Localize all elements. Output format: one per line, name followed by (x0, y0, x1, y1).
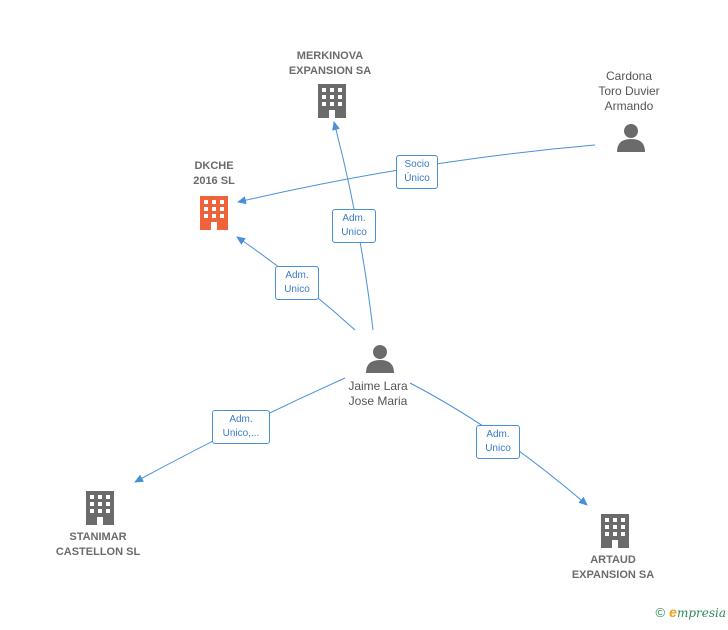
edge-label-socio-unico[interactable]: Socio Único (396, 155, 438, 189)
company-name-line: EXPANSION SA (571, 569, 655, 581)
company-name-line: STANIMAR (69, 531, 127, 543)
building-icon[interactable] (86, 491, 114, 525)
node-label-dkche[interactable]: DKCHE 2016 SL (164, 159, 264, 189)
edge-label-line: Único (404, 173, 430, 184)
building-icon[interactable] (318, 84, 346, 118)
person-icon[interactable] (366, 345, 394, 373)
person-icon[interactable] (617, 124, 645, 152)
edge-label-line: Unico (341, 227, 367, 238)
brand-logo-text: mpresia (676, 606, 726, 620)
edge-label-line: Unico (485, 443, 511, 454)
company-name-line: ARTAUD (590, 554, 636, 566)
person-name-line: Cardona (605, 69, 653, 83)
company-name-line: 2016 SL (193, 175, 235, 187)
brand-logo-e: e (669, 604, 677, 620)
node-label-artaud[interactable]: ARTAUD EXPANSION SA (553, 553, 673, 583)
edge-label-line: Adm. (285, 270, 309, 281)
person-name-line: Jose Maria (348, 394, 408, 408)
company-name-line: EXPANSION SA (288, 65, 372, 77)
edge-label-line: Socio (404, 159, 430, 170)
empresia-watermark: ©empresia (656, 604, 726, 620)
node-label-jaime[interactable]: Jaime Lara Jose Maria (318, 379, 438, 409)
edge-label-line: Adm. (486, 429, 510, 440)
edge-label-adm-artaud[interactable]: Adm. Unico (476, 425, 520, 459)
edge-label-line: Adm. (229, 414, 253, 425)
person-name-line: Armando (604, 99, 654, 113)
edge-label-adm-stanimar[interactable]: Adm. Unico,... (212, 410, 270, 444)
node-label-merkinova[interactable]: MERKINOVA EXPANSION SA (270, 49, 390, 79)
edge-label-adm-merkinova[interactable]: Adm. Unico (332, 209, 376, 243)
building-icon[interactable] (200, 196, 228, 230)
node-label-cardona[interactable]: Cardona Toro Duvier Armando (569, 69, 689, 114)
node-label-stanimar[interactable]: STANIMAR CASTELLON SL (38, 530, 158, 560)
copyright-icon: © (655, 605, 666, 620)
edge-label-line: Unico (284, 284, 310, 295)
edge-label-adm-dkche[interactable]: Adm. Unico (275, 266, 319, 300)
company-name-line: MERKINOVA (296, 50, 364, 62)
person-name-line: Toro Duvier (598, 84, 660, 98)
edge-label-line: Adm. (342, 213, 366, 224)
company-name-line: DKCHE (194, 160, 234, 172)
edge-label-line: Unico,... (222, 428, 260, 439)
building-icon[interactable] (601, 514, 629, 548)
company-name-line: CASTELLON SL (55, 546, 141, 558)
person-name-line: Jaime Lara (348, 379, 408, 393)
